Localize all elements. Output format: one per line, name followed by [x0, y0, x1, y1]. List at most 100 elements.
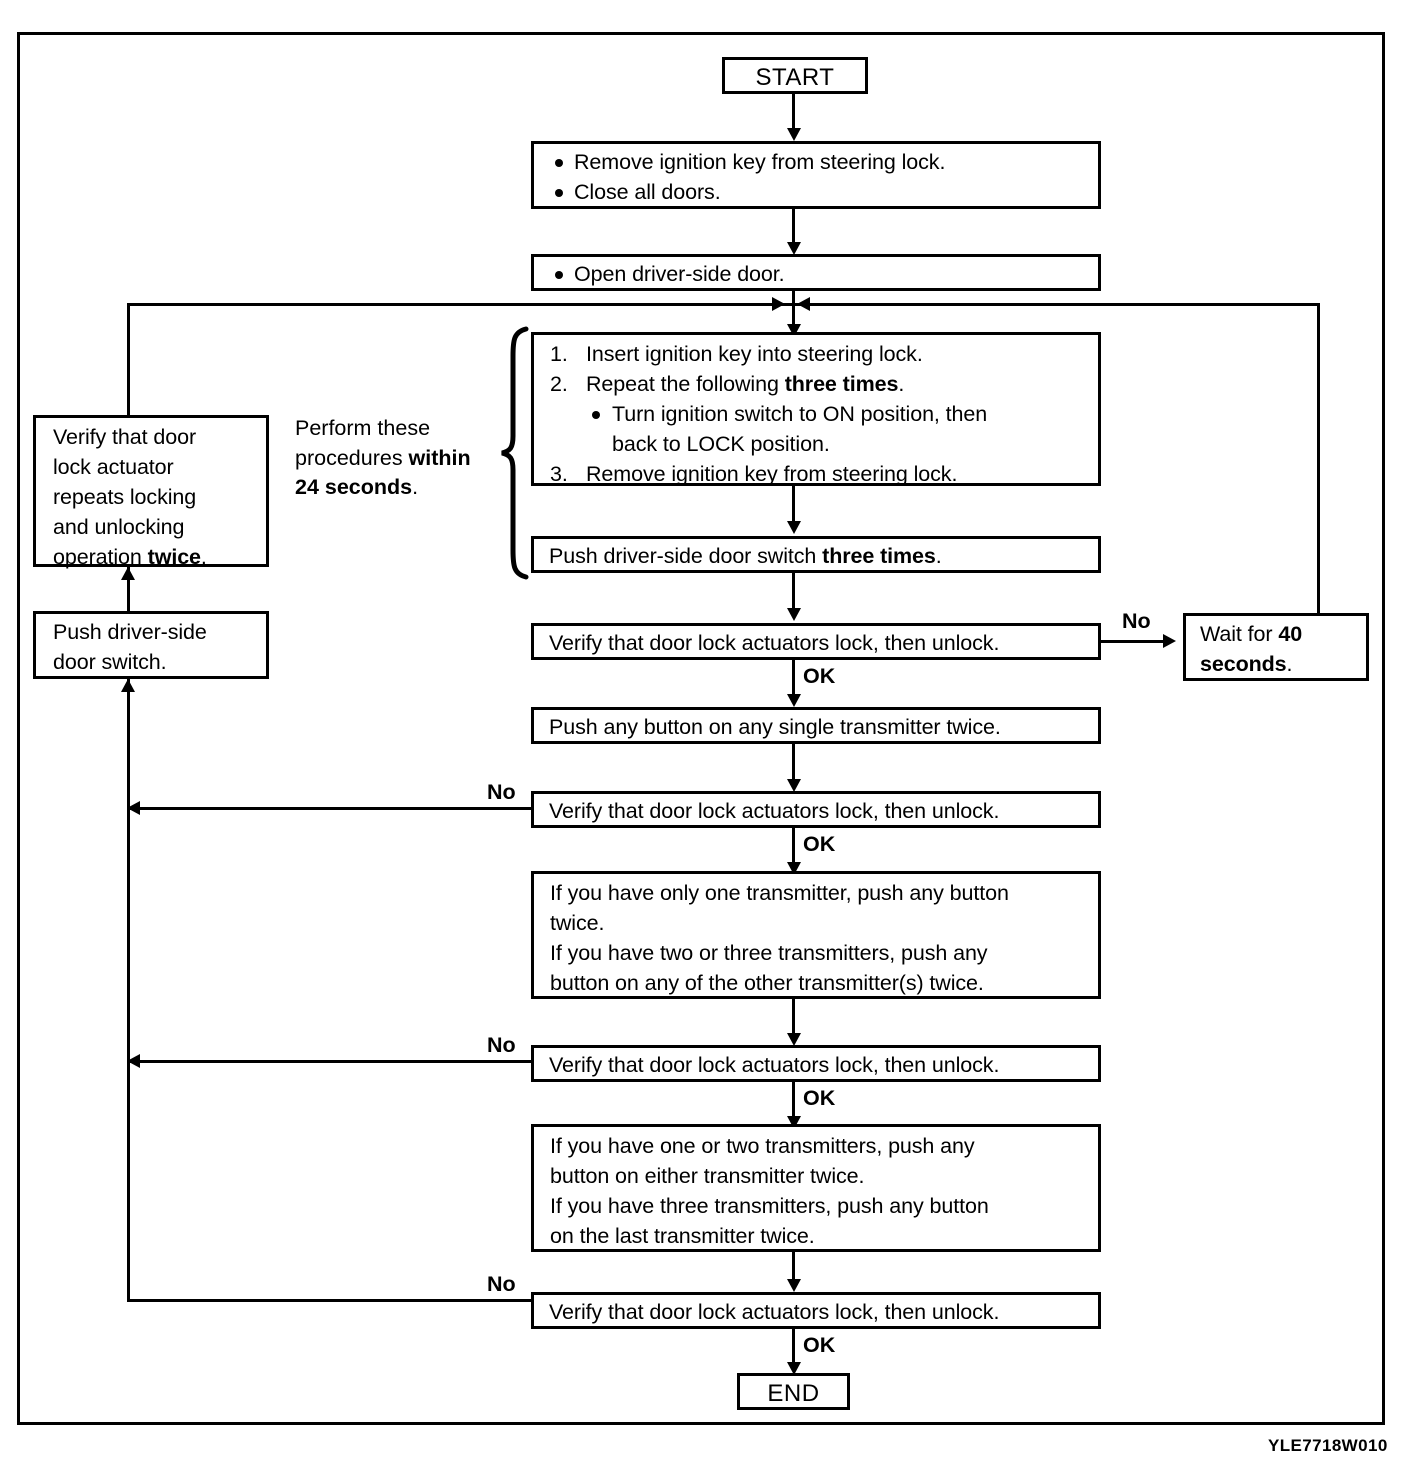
node-repeats-line-2: lock actuator: [53, 455, 174, 479]
arrowhead-verify3-no: [127, 1054, 140, 1068]
node-ignition-item-2: Repeat the following three times. Turn i…: [546, 369, 1088, 459]
connector-junction-to-ignition: [792, 303, 795, 331]
node-verify-3-label: Verify that door lock actuators lock, th…: [549, 1053, 1000, 1077]
reference-code: YLE7718W010: [1268, 1436, 1388, 1455]
label-ok-1: OK: [803, 664, 836, 688]
connector-open-to-junction: [792, 291, 795, 305]
node-wait-40-seconds: Wait for 40 seconds.: [1183, 613, 1369, 681]
arrowhead-pushthree-to-verify1: [787, 608, 801, 621]
node-push-three-post: .: [935, 544, 942, 568]
timing-note-line3-bold: 24 seconds: [295, 475, 413, 499]
node-verify-1-label: Verify that door lock actuators lock, th…: [549, 631, 1000, 655]
node-push-three-pre: Push driver-side door switch: [549, 544, 823, 568]
node-ignition-sub-1-line1: Turn ignition switch to ON position, the…: [612, 402, 988, 426]
label-no-1: No: [1122, 609, 1151, 633]
arrowhead-pushsingle-to-verify2: [787, 779, 801, 792]
arrowhead-into-verify-actuator-repeats: [121, 567, 135, 580]
node-other-line-2: twice.: [550, 911, 605, 935]
node-push-three-bold: three times: [822, 544, 936, 568]
node-end-label: END: [767, 1380, 820, 1407]
connector-pushthree-to-verify1: [792, 573, 795, 615]
connector-last-to-verify4: [792, 1252, 795, 1288]
node-open-door-list: Open driver-side door.: [548, 259, 1088, 289]
arrowhead-verify1-ok: [787, 694, 801, 707]
connector-ignition-to-pushthree: [792, 486, 795, 524]
timing-note: Perform these procedures within 24 secon…: [295, 414, 500, 503]
node-verify-2-label: Verify that door lock actuators lock, th…: [549, 799, 1000, 823]
node-open-driver-door: Open driver-side door.: [531, 254, 1101, 291]
node-start-label: START: [755, 64, 835, 91]
node-last-line-1: If you have one or two transmitters, pus…: [550, 1134, 975, 1158]
node-repeats-line-3: repeats locking: [53, 485, 197, 509]
node-push-any-single-label: Push any button on any single transmitte…: [549, 715, 1001, 739]
node-wait-bold-unit: seconds: [1200, 652, 1287, 676]
node-wait-pre: Wait for: [1200, 622, 1279, 646]
feedback-rail-top: [127, 303, 1320, 306]
node-verify-4-label: Verify that door lock actuators lock, th…: [549, 1300, 1000, 1324]
node-ignition-sub-1: Turn ignition switch to ON position, the…: [586, 399, 1088, 459]
label-no-2: No: [487, 780, 516, 804]
node-wait-post: .: [1286, 652, 1293, 676]
arrowhead-prepare-to-open: [787, 242, 801, 255]
connector-other-to-verify3: [792, 999, 795, 1041]
node-prepare-bullet-1: Remove ignition key from steering lock.: [548, 147, 1088, 177]
node-verify-actuator-repeats: Verify that door lock actuator repeats l…: [33, 415, 269, 569]
node-push-switch-three-times: Push driver-side door switch three times…: [531, 536, 1101, 573]
node-repeats-line-4: and unlocking: [53, 515, 185, 539]
node-ignition-list: Insert ignition key into steering lock. …: [546, 339, 1088, 489]
arrowhead-verify4-ok: [787, 1362, 801, 1375]
node-last-line-2: button on either transmitter twice.: [550, 1164, 865, 1188]
connector-verify4-ok: [792, 1329, 795, 1368]
label-ok-2: OK: [803, 832, 836, 856]
label-ok-4: OK: [803, 1333, 836, 1357]
node-last-transmitter: If you have one or two transmitters, pus…: [531, 1124, 1101, 1252]
node-other-line-4: button on any of the other transmitter(s…: [550, 971, 984, 995]
connector-verify1-ok: [792, 660, 795, 702]
label-no-3: No: [487, 1033, 516, 1057]
connector-verify3-no: [130, 1060, 531, 1063]
node-last-line-3: If you have three transmitters, push any…: [550, 1194, 989, 1218]
node-push-driver-switch: Push driver-side door switch.: [33, 611, 269, 679]
node-prepare-bullet-2: Close all doors.: [548, 177, 1088, 207]
arrowhead-verify2-no: [127, 801, 140, 815]
node-ignition-sublist: Turn ignition switch to ON position, the…: [586, 399, 1088, 459]
node-repeats-line-1: Verify that door: [53, 425, 197, 449]
node-open-door-bullet-1: Open driver-side door.: [548, 259, 1088, 289]
node-repeats-line-5-pre: operation: [53, 545, 148, 569]
node-ignition-item-1: Insert ignition key into steering lock.: [550, 339, 923, 369]
node-end: END: [737, 1373, 850, 1410]
node-verify-4: Verify that door lock actuators lock, th…: [531, 1292, 1101, 1329]
arrowhead-verify1-no: [1163, 634, 1176, 648]
arrowhead-left-rail-into-junction: [772, 297, 785, 311]
node-other-line-3: If you have two or three transmitters, p…: [550, 941, 988, 965]
node-verify-1: Verify that door lock actuators lock, th…: [531, 623, 1101, 660]
node-start: START: [722, 57, 868, 94]
connector-verify2-no: [130, 807, 531, 810]
node-ignition-item-2-post: .: [898, 372, 905, 396]
connector-verify3-ok: [792, 1082, 795, 1124]
timing-note-line1: Perform these: [295, 416, 431, 440]
node-verify-2: Verify that door lock actuators lock, th…: [531, 791, 1101, 828]
arrowhead-start-to-prepare: [787, 128, 801, 141]
timing-note-line2-pre: procedures: [295, 445, 409, 470]
arrowhead-other-to-verify3: [787, 1033, 801, 1046]
timing-brace: [498, 326, 532, 580]
connector-start-to-prepare: [792, 94, 795, 132]
node-wait-bold-number: 40: [1278, 622, 1303, 646]
node-prepare: Remove ignition key from steering lock. …: [531, 141, 1101, 209]
node-repeats-period: .: [200, 545, 207, 569]
timing-note-line3: 24 seconds.: [295, 473, 500, 503]
timing-note-line3-post: .: [412, 475, 419, 499]
feedback-rail-right-vertical: [1317, 303, 1320, 613]
node-repeats-line-5: operation twice.: [53, 542, 256, 572]
connector-verify4-no: [127, 1299, 531, 1302]
node-repeats-bold: twice: [147, 545, 201, 569]
node-ignition-item-2-bold: three times: [784, 372, 899, 396]
arrowhead-into-push-driver-switch: [121, 679, 135, 692]
arrowhead-last-to-verify4: [787, 1279, 801, 1292]
node-other-line-1: If you have only one transmitter, push a…: [550, 881, 1009, 905]
node-ignition-sequence: Insert ignition key into steering lock. …: [531, 332, 1101, 489]
node-ignition-sub-1-line2: back to LOCK position.: [612, 432, 830, 456]
connector-verify1-no: [1101, 640, 1165, 643]
node-push-any-single-transmitter: Push any button on any single transmitte…: [531, 707, 1101, 744]
